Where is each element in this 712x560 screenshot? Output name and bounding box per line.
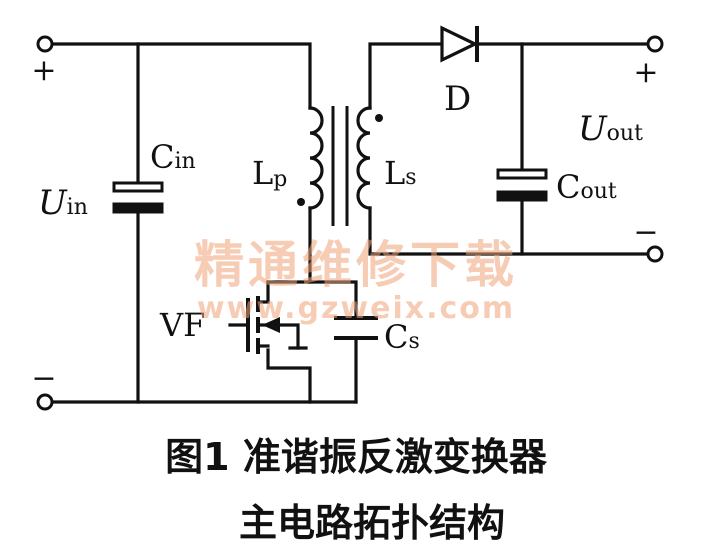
primary-dot-marker [297,198,305,206]
polarity-signs: + − + − [31,53,658,396]
secondary-dot-marker [375,114,383,122]
cs-label: Cs [384,318,420,356]
input-minus-terminal [36,393,54,411]
diode-label: D [444,79,471,119]
input-plus-sign: + [31,53,56,88]
ls-label: Ls [384,154,417,192]
output-plus-terminal [646,35,664,53]
uout-label: Uout [578,109,643,149]
uin-label: Uin [38,183,88,223]
terminals [36,35,664,411]
cin-label: Cin [150,138,196,176]
cin-capacitor [112,181,164,214]
output-plus-sign: + [633,55,658,90]
lp-label: Lp [252,154,287,192]
diode-d [440,25,479,63]
caption-line-2: 主电路拓扑结构 [239,501,505,545]
input-plus-terminal [36,35,54,53]
cout-capacitor [496,168,548,202]
component-labels: Uin Cin Lp Ls D Uout Cout Cs VF [38,79,643,356]
primary-coil [308,106,324,210]
secondary-coil [356,106,372,210]
caption-line-1: 图1 准谐振反激变换器 [165,435,548,479]
wires [50,42,650,404]
output-minus-terminal [646,245,664,263]
output-minus-sign: − [633,215,658,250]
vf-label: VF [159,306,205,344]
mosfet-vf [228,296,308,354]
transformer [297,106,383,226]
cs-capacitor [334,316,378,340]
watermark-url: www.gzweix.com [197,291,515,326]
watermark-title: 精通维修下载 [194,236,518,294]
watermark: 精通维修下载 www.gzweix.com [194,236,518,326]
cout-label: Cout [556,168,617,206]
figure-caption: 图1 准谐振反激变换器 主电路拓扑结构 [165,435,548,545]
input-minus-sign: − [31,361,56,396]
